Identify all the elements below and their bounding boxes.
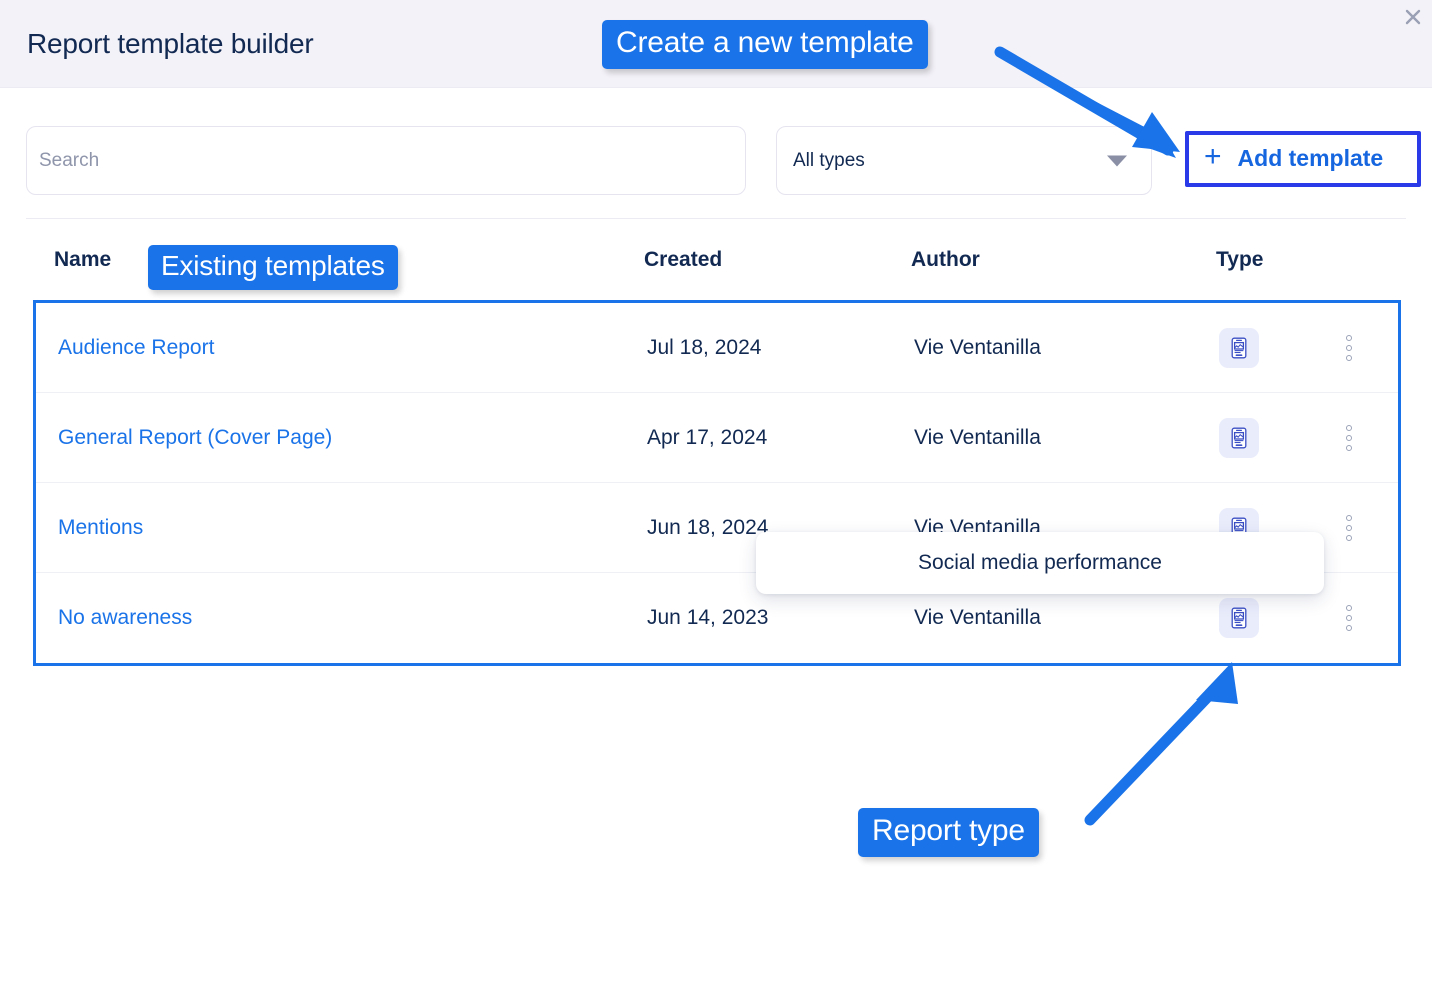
annotation-create-new-template: Create a new template	[602, 20, 928, 69]
template-author: Vie Ventanilla	[914, 425, 1041, 449]
type-tooltip: Social media performance	[756, 532, 1324, 594]
table-header-row: Name Created Author Type	[26, 218, 1406, 300]
row-more-menu-icon[interactable]	[1336, 602, 1362, 634]
template-author: Vie Ventanilla	[914, 606, 1041, 629]
add-template-label: Add template	[1237, 144, 1384, 171]
column-header-created: Created	[644, 247, 723, 271]
close-icon[interactable]	[1400, 4, 1426, 30]
mobile-report-icon[interactable]	[1219, 598, 1259, 638]
template-created: Apr 17, 2024	[647, 425, 768, 449]
search-placeholder: Search	[39, 149, 100, 171]
template-author: Vie Ventanilla	[914, 335, 1041, 359]
page-title: Report template builder	[27, 28, 314, 59]
type-filter-select[interactable]: All types	[776, 126, 1152, 195]
table-row[interactable]: General Report (Cover Page) Apr 17, 2024…	[36, 393, 1398, 483]
toolbar: Search All types + Add template	[0, 88, 1432, 218]
template-name-link[interactable]: Mentions	[58, 515, 144, 539]
row-more-menu-icon[interactable]	[1336, 332, 1362, 364]
template-name-link[interactable]: No awareness	[58, 606, 193, 629]
template-name-link[interactable]: Audience Report	[58, 335, 215, 359]
row-more-menu-icon[interactable]	[1336, 422, 1362, 454]
template-created: Jul 18, 2024	[647, 335, 762, 359]
annotation-report-type: Report type	[858, 808, 1039, 857]
column-header-name: Name	[54, 247, 112, 271]
template-created: Jun 14, 2023	[647, 606, 769, 629]
template-created: Jun 18, 2024	[647, 515, 769, 539]
table-body: Audience Report Jul 18, 2024 Vie Ventani…	[33, 300, 1401, 666]
table-row[interactable]: No awareness Jun 14, 2023 Vie Ventanilla	[36, 573, 1398, 663]
table-row[interactable]: Audience Report Jul 18, 2024 Vie Ventani…	[36, 303, 1398, 393]
tooltip-text: Social media performance	[918, 551, 1162, 574]
templates-table: Name Created Author Type Audience Report…	[0, 218, 1432, 666]
annotation-existing-templates: Existing templates	[148, 245, 398, 290]
chevron-down-icon	[1107, 155, 1127, 166]
column-header-author: Author	[911, 247, 980, 271]
mobile-report-icon[interactable]	[1219, 327, 1259, 368]
mobile-report-icon[interactable]	[1219, 417, 1259, 458]
search-input[interactable]: Search	[26, 126, 746, 195]
type-filter-value: All types	[793, 149, 865, 171]
template-name-link[interactable]: General Report (Cover Page)	[58, 425, 333, 449]
add-template-button[interactable]: + Add template	[1190, 128, 1397, 188]
app-header: Report template builder	[0, 0, 1432, 88]
plus-icon: +	[1204, 139, 1222, 173]
column-header-type: Type	[1216, 247, 1264, 271]
row-more-menu-icon[interactable]	[1336, 512, 1362, 544]
